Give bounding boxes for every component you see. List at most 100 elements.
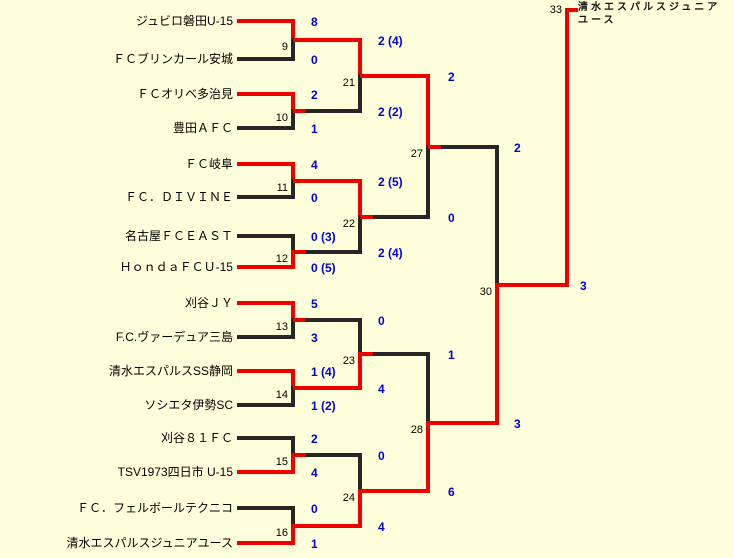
match-number: 27 [410,148,423,160]
team-name: ＦＣ．フェルボールテクニコ [76,501,233,515]
winner-line [293,318,360,322]
team-name: ジュビロ磐田U-15 [135,14,233,28]
team-name: 清水エスパルスSS静岡 [108,364,233,378]
bracket-connector [291,369,295,390]
bracket-connector [426,145,430,219]
team-line [237,541,293,545]
bracket-connector [291,162,295,183]
team-name: 刈谷８１ＦＣ [160,431,233,445]
bracket-connector [426,421,430,493]
score-value: 4 [311,158,318,172]
score-value: 0 [448,211,455,225]
team-line [237,126,293,130]
bracket-connector [291,506,295,528]
team-line [237,436,293,440]
champion-line [565,8,569,287]
bracket-connector [358,38,362,78]
bracket-connector [291,19,295,42]
score-value: 3 [311,331,318,345]
winner-stub [293,453,306,457]
bracket-connector [291,301,295,322]
match-number: 22 [342,218,355,230]
champion-line [497,283,567,287]
team-line [237,57,293,61]
score-value: 2 (4) [378,246,403,260]
winner-line [428,421,497,425]
match-number: 15 [275,456,288,468]
match-number: 12 [275,253,288,265]
score-value: 0 (3) [311,230,336,244]
bracket-connector [291,386,295,407]
bracket-connector [358,352,362,390]
winner-line [360,74,428,78]
team-name: TSV1973四日市 U-15 [117,465,233,479]
winner-stub [293,109,306,113]
score-value: 0 [311,502,318,516]
bracket-connector [358,489,362,528]
team-line [237,234,293,238]
winner-line [360,489,428,493]
score-value: 3 [514,417,521,431]
bracket-connector [426,352,430,425]
winner-line [360,352,428,356]
bracket-connector [358,179,362,219]
team-line [237,335,293,339]
score-value: 2 [311,88,318,102]
team-line [237,301,293,305]
team-line [237,195,293,199]
match-number: 33 [549,4,562,16]
winner-stub [567,8,578,12]
score-value: 6 [448,485,455,499]
team-line [237,506,293,510]
winner-line [293,453,360,457]
score-value: 5 [311,297,318,311]
bracket-connector [291,436,295,457]
score-value: 1 [311,122,318,136]
team-name: ＦＣブリンカール安城 [112,52,233,66]
team-name: ソシエタ伊勢SC [144,398,233,412]
team-line [237,265,293,269]
score-value: 1 [311,537,318,551]
match-number: 30 [479,286,492,298]
winner-line [293,250,360,254]
score-value: 0 [378,449,385,463]
bracket-connector [426,74,430,149]
score-value: 8 [311,15,318,29]
team-name: ＦＣ岐阜 [184,157,233,171]
team-name: 名古屋ＦＣＥＡＳＴ [124,229,233,243]
bracket-connector [291,524,295,545]
match-number: 13 [275,321,288,333]
team-name: 刈谷ＪＹ [184,296,233,310]
match-number: 21 [342,77,355,89]
score-value: 1 (2) [311,399,336,413]
team-line [237,403,293,407]
team-name: 清水エスパルスジュニアユース [66,536,233,550]
score-value: 0 [378,314,385,328]
score-value: 2 (5) [378,175,403,189]
score-value: 2 (4) [378,34,403,48]
match-number: 14 [275,389,288,401]
team-line [237,369,293,373]
bracket-connector [358,453,362,493]
team-name: 豊田ＡＦＣ [172,121,233,135]
match-number: 10 [275,112,288,124]
bracket-connector [358,215,362,254]
match-number: 16 [275,527,288,539]
winner-stub [293,250,306,254]
bracket-connector [291,234,295,254]
score-value: 4 [311,466,318,480]
score-value: 2 [514,141,521,155]
score-value: 0 [311,53,318,67]
score-value: 0 (5) [311,261,336,275]
winner-line [293,109,360,113]
score-value: 3 [580,279,587,293]
winner-line [293,386,360,390]
winner-line [428,145,497,149]
score-value: 0 [311,191,318,205]
bracket-connector [291,250,295,269]
bracket-connector [291,179,295,199]
winner-line [293,38,360,42]
score-value: 2 [311,432,318,446]
bracket-connector [495,145,499,287]
winner-stub [360,215,373,219]
